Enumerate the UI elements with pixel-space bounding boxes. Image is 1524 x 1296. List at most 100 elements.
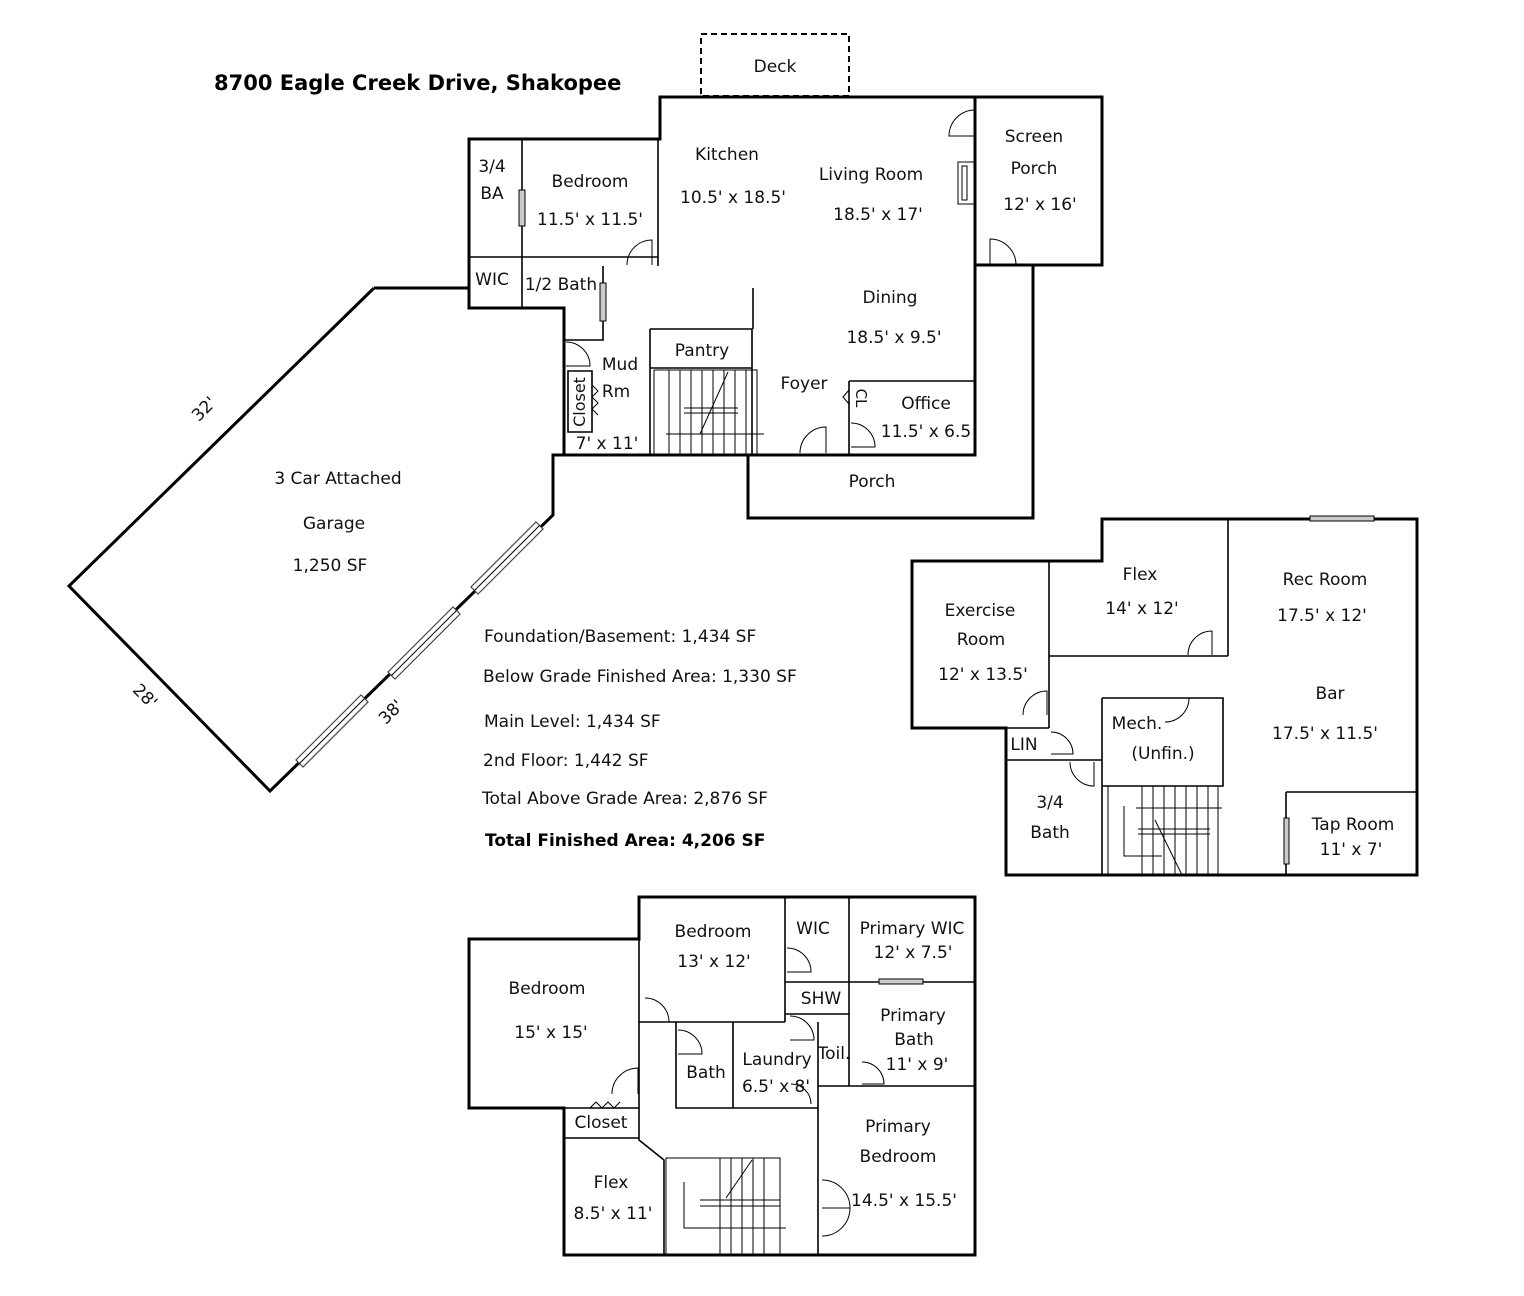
office-size: 11.5' x 6.5	[881, 422, 971, 442]
doors	[1022, 630, 1213, 787]
upper-level: Bedroom 13' x 12' WIC Primary WIC 12' x …	[467, 895, 977, 1257]
basement-flex-label: Flex	[1123, 565, 1158, 585]
mech-label: Mech.	[1112, 714, 1163, 734]
upper-stairs	[665, 1157, 786, 1256]
bedroom-size: 11.5' x 11.5'	[537, 210, 643, 230]
bar-label: Bar	[1315, 684, 1344, 704]
basement-flex-size: 14' x 12'	[1105, 599, 1178, 619]
screen-porch-label: Screen	[1005, 127, 1063, 147]
basement-level: Exercise Room 12' x 13.5' Flex 14' x 12'…	[910, 515, 1419, 877]
bath34-label: 3/4	[478, 157, 505, 177]
screen-porch-outline	[973, 95, 1104, 267]
mud-room-label-2: Rm	[602, 382, 630, 402]
screen-porch-size: 12' x 16'	[1003, 195, 1076, 215]
rec-room-size: 17.5' x 12'	[1277, 606, 1367, 626]
primary-wic-label: Primary WIC	[860, 919, 965, 939]
tap-room-label: Tap Room	[1311, 815, 1395, 835]
half-bath-label: 1/2 Bath	[525, 275, 597, 295]
office-label: Office	[901, 394, 951, 414]
summary-line: Foundation/Basement: 1,434 SF	[484, 627, 756, 647]
mud-closet-label: Closet	[570, 377, 589, 427]
wall	[848, 380, 975, 455]
garage-door	[387, 606, 461, 680]
kitchen-label: Kitchen	[695, 145, 759, 165]
garage-label: 3 Car Attached	[274, 469, 401, 489]
living-room-size: 18.5' x 17'	[833, 205, 923, 225]
summary-line: Below Grade Finished Area: 1,330 SF	[483, 667, 797, 687]
summary-line: 2nd Floor: 1,442 SF	[483, 751, 649, 771]
garage-door	[470, 521, 544, 595]
living-room-label: Living Room	[819, 165, 923, 185]
bedroom-1-label: Bedroom	[509, 979, 586, 999]
bedroom-2-size: 13' x 12'	[677, 952, 750, 972]
main-level: Deck Kitchen 10.5' x 18.5' Living Room 1…	[467, 33, 1104, 520]
deck-label: Deck	[754, 57, 797, 77]
exercise-room-label-2: Room	[957, 630, 1005, 650]
pantry-label: Pantry	[675, 341, 729, 361]
summary-total: Total Finished Area: 4,206 SF	[485, 831, 765, 851]
window	[1283, 817, 1290, 865]
laundry-label: Laundry	[742, 1050, 811, 1070]
bedroom-label: Bedroom	[552, 172, 629, 192]
foyer-label: Foyer	[780, 374, 827, 394]
wall	[1049, 519, 1229, 657]
garage-door	[295, 694, 369, 768]
basement-bath-label-2: Bath	[1030, 823, 1070, 843]
upper-closet-label: Closet	[575, 1113, 628, 1133]
wall	[675, 1022, 818, 1109]
plan-title: 8700 Eagle Creek Drive, Shakopee	[214, 71, 621, 95]
primary-wic-size: 12' x 7.5'	[874, 943, 953, 963]
laundry-size: 6.5' x 8'	[742, 1077, 810, 1097]
dining-label: Dining	[863, 288, 918, 308]
exercise-room-size: 12' x 13.5'	[938, 665, 1028, 685]
upper-wic-label: WIC	[796, 919, 830, 939]
shower-label: SHW	[801, 989, 842, 1009]
bedroom-1-size: 15' x 15'	[514, 1023, 587, 1043]
basement-stairs	[1107, 785, 1222, 876]
doors	[565, 109, 1017, 454]
lin-label: LIN	[1010, 735, 1037, 755]
bedroom-2-label: Bedroom	[675, 922, 752, 942]
area-summary: Foundation/Basement: 1,434 SF Below Grad…	[481, 627, 797, 851]
dining-size: 18.5' x 9.5'	[846, 328, 941, 348]
exercise-room-label: Exercise	[945, 601, 1016, 621]
mud-closet	[567, 370, 593, 433]
cl-label: CL	[852, 389, 870, 408]
rec-room-label: Rec Room	[1283, 570, 1368, 590]
primary-bath-label-2: Bath	[894, 1030, 934, 1050]
summary-line: Total Above Grade Area: 2,876 SF	[481, 789, 768, 809]
primary-bath-size: 11' x 9'	[886, 1055, 949, 1075]
primary-bedroom-label-2: Bedroom	[860, 1147, 937, 1167]
fireplace-inner	[961, 165, 968, 201]
upper-flex-label: Flex	[594, 1173, 629, 1193]
bath34-label-2: BA	[480, 184, 504, 204]
garage-dim-bottom: 38'	[375, 696, 408, 729]
primary-bath-label: Primary	[880, 1006, 946, 1026]
wall	[1006, 727, 1102, 761]
wic-label: WIC	[475, 270, 509, 290]
toilet-label: Toil.	[817, 1044, 851, 1064]
window	[599, 282, 607, 322]
window	[878, 978, 924, 985]
mud-room-size: 7' x 11'	[576, 434, 639, 454]
mud-room-label: Mud	[602, 355, 638, 375]
main-stairs	[653, 369, 764, 455]
bar-size: 17.5' x 11.5'	[1272, 724, 1378, 744]
upper-flex-size: 8.5' x 11'	[574, 1204, 653, 1224]
primary-bedroom-size: 14.5' x 15.5'	[851, 1191, 957, 1211]
summary-line: Main Level: 1,434 SF	[484, 712, 661, 732]
porch-label: Porch	[849, 472, 896, 492]
basement-bath-label: 3/4	[1036, 793, 1063, 813]
garage-label-2: Garage	[303, 514, 365, 534]
primary-bedroom-label: Primary	[865, 1117, 931, 1137]
upper-bath-label: Bath	[686, 1063, 726, 1083]
kitchen-size: 10.5' x 18.5'	[680, 188, 786, 208]
window	[518, 189, 526, 227]
fireplace-icon	[957, 161, 975, 205]
mech-label-2: (Unfin.)	[1131, 744, 1194, 764]
doors	[589, 947, 885, 1237]
window	[1309, 515, 1375, 522]
screen-porch-label-2: Porch	[1011, 159, 1058, 179]
garage-dim-left: 28'	[128, 680, 161, 713]
